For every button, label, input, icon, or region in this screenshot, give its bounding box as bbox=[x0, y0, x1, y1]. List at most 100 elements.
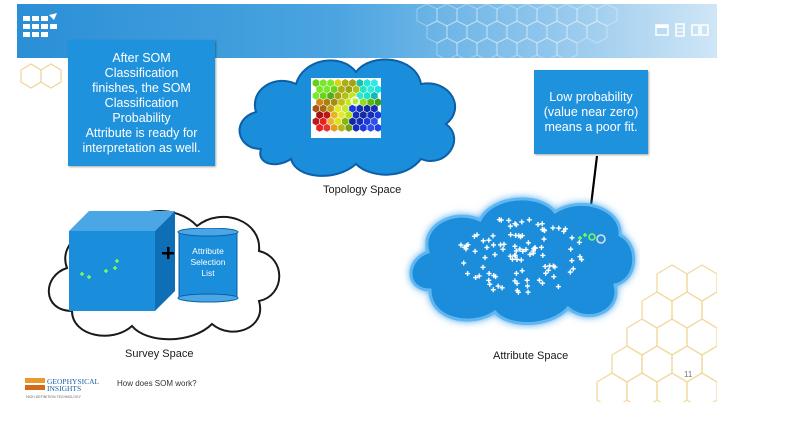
sample-plus-mark bbox=[552, 264, 558, 270]
sample-plus-mark bbox=[556, 225, 562, 231]
logo-line: INSIGHTS bbox=[47, 384, 81, 393]
sample-plus-mark bbox=[484, 245, 490, 250]
scroll-line: Selection bbox=[190, 257, 226, 267]
sample-plus-mark bbox=[501, 241, 507, 247]
sample-plus-mark bbox=[473, 275, 479, 280]
sample-plus-mark bbox=[491, 273, 497, 278]
sample-plus-mark bbox=[512, 221, 518, 227]
nav-film-icon[interactable] bbox=[673, 23, 687, 37]
sample-plus-mark bbox=[461, 260, 467, 266]
sample-plus-mark bbox=[513, 222, 519, 228]
sample-plus-mark bbox=[543, 270, 549, 276]
som-hex-cell bbox=[344, 123, 353, 133]
sample-plus-mark bbox=[507, 223, 513, 229]
sample-plus-mark bbox=[474, 232, 480, 238]
sample-plus-mark bbox=[513, 270, 519, 276]
sample-plus-mark bbox=[491, 242, 496, 248]
callout-line: Attribute is ready for bbox=[85, 125, 198, 140]
binary-map-logo-icon bbox=[23, 13, 57, 37]
som-highlight-cell bbox=[350, 96, 360, 106]
sample-plus-mark bbox=[500, 246, 506, 252]
sample-plus-mark bbox=[486, 271, 492, 276]
sample-plus-mark bbox=[540, 252, 546, 258]
scroll-line: List bbox=[201, 268, 215, 278]
sample-plus-mark bbox=[569, 258, 575, 264]
sample-plus-mark bbox=[514, 257, 520, 262]
sample-plus-mark bbox=[498, 217, 504, 223]
sample-plus-mark bbox=[514, 288, 520, 293]
sample-plus-mark bbox=[530, 250, 536, 256]
sample-plus-mark bbox=[570, 266, 576, 272]
som-hex-map bbox=[311, 78, 381, 138]
sample-plus-mark bbox=[465, 242, 471, 248]
sample-plus-mark bbox=[568, 246, 574, 252]
som-hex-cell bbox=[366, 123, 375, 133]
sample-plus-mark bbox=[471, 233, 477, 239]
sample-plus-mark bbox=[541, 236, 547, 242]
sample-plus-mark bbox=[480, 238, 486, 244]
som-hex-cell bbox=[315, 123, 324, 133]
sample-plus-mark bbox=[518, 234, 524, 240]
logo-line: GEOPHYSICAL bbox=[47, 377, 100, 386]
sample-plus-mark bbox=[561, 228, 567, 234]
callout-line: (value near zero) bbox=[543, 104, 639, 119]
sample-plus-mark bbox=[493, 274, 499, 280]
sample-plus-mark bbox=[515, 289, 521, 295]
topology-space-label: Topology Space bbox=[323, 184, 402, 196]
sample-plus-mark bbox=[555, 284, 561, 290]
sample-plus-mark bbox=[461, 244, 467, 250]
sample-plus-mark bbox=[545, 267, 551, 273]
sample-plus-mark bbox=[519, 268, 525, 274]
sample-plus-mark bbox=[480, 264, 486, 270]
sample-plus-mark bbox=[519, 233, 525, 239]
som-hex-cell bbox=[330, 123, 339, 133]
sample-plus-mark bbox=[463, 246, 469, 252]
sample-plus-mark bbox=[486, 237, 492, 243]
sample-plus-mark bbox=[539, 227, 545, 233]
plus-icon bbox=[162, 247, 174, 259]
sample-plus-mark bbox=[487, 281, 493, 287]
som-hex-cell bbox=[359, 123, 368, 133]
sample-plus-mark bbox=[542, 228, 548, 234]
sample-plus-mark bbox=[540, 280, 545, 286]
sample-plus-mark bbox=[519, 219, 525, 225]
sample-plus-mark bbox=[464, 243, 469, 249]
sample-plus-mark bbox=[508, 232, 514, 238]
sample-plus-mark bbox=[458, 242, 464, 248]
attribute-space-label: Attribute Space bbox=[493, 350, 569, 362]
sample-plus-mark bbox=[577, 254, 583, 260]
callout-line: finishes, the SOM bbox=[92, 80, 191, 95]
sample-plus-mark bbox=[482, 255, 488, 261]
sample-plus-mark bbox=[532, 245, 538, 251]
nav-double-window-icon[interactable] bbox=[691, 23, 709, 37]
sample-plus-mark bbox=[539, 244, 544, 250]
survey-space-label: Survey Space bbox=[125, 348, 194, 360]
sample-plus-mark bbox=[567, 269, 573, 275]
sample-plus-mark bbox=[526, 217, 532, 223]
logo-line: HIGH DEFINITION TECHNOLOGY bbox=[26, 395, 82, 399]
sample-plus-mark bbox=[542, 264, 548, 269]
attribute-cloud bbox=[409, 197, 636, 325]
sample-plus-mark bbox=[490, 233, 496, 239]
sample-plus-mark bbox=[465, 271, 471, 277]
som-hex-cell bbox=[352, 123, 360, 133]
sample-plus-mark bbox=[579, 257, 585, 263]
sample-plus-mark bbox=[520, 248, 526, 254]
sample-plus-mark bbox=[499, 285, 505, 291]
som-hex-cell bbox=[323, 123, 331, 133]
sample-plus-mark bbox=[550, 225, 556, 231]
nav-window-icon[interactable] bbox=[655, 23, 669, 37]
sample-plus-mark bbox=[512, 243, 518, 249]
attribute-selection-scroll bbox=[177, 228, 239, 303]
slide: After SOM Classification finishes, the S… bbox=[17, 4, 717, 402]
sample-plus-mark bbox=[490, 287, 496, 293]
sample-plus-mark bbox=[550, 263, 556, 269]
callout-line: Classification Probability bbox=[104, 95, 179, 125]
sample-plus-mark bbox=[513, 232, 519, 238]
sample-plus-mark bbox=[536, 277, 542, 283]
sample-plus-mark bbox=[551, 274, 557, 280]
geophysical-insights-logo: GEOPHYSICAL INSIGHTS HIGH DEFINITION TEC… bbox=[25, 377, 100, 399]
scroll-line: Attribute bbox=[192, 246, 224, 256]
sample-plus-mark bbox=[524, 277, 530, 283]
sample-plus-mark bbox=[516, 233, 522, 239]
